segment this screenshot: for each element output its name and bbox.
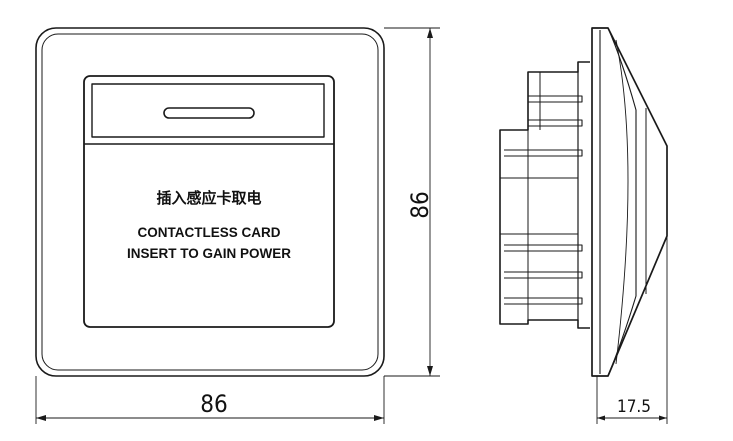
card-slot-opening (163, 107, 255, 119)
front-view (35, 27, 385, 377)
side-view (499, 27, 668, 377)
card-slot-frame (91, 83, 325, 138)
dimension-lines-front (35, 27, 440, 424)
card-english-line-1: CONTACTLESS CARD (138, 225, 281, 240)
outer-plate (35, 27, 385, 377)
inner-plate (41, 33, 379, 371)
arrowheads (36, 28, 667, 421)
height-dimension-label: 86 (406, 191, 434, 218)
card-panel (83, 75, 335, 328)
side-plate (591, 27, 668, 377)
dimension-lines-side (596, 236, 668, 424)
card-chinese-label: 插入感应卡取电 (156, 189, 261, 207)
card-english-line-2: INSERT TO GAIN POWER (127, 246, 291, 261)
backbox-outline (499, 61, 590, 329)
width-dimension-label: 86 (200, 390, 227, 418)
depth-dimension-label: 17.5 (617, 397, 651, 417)
